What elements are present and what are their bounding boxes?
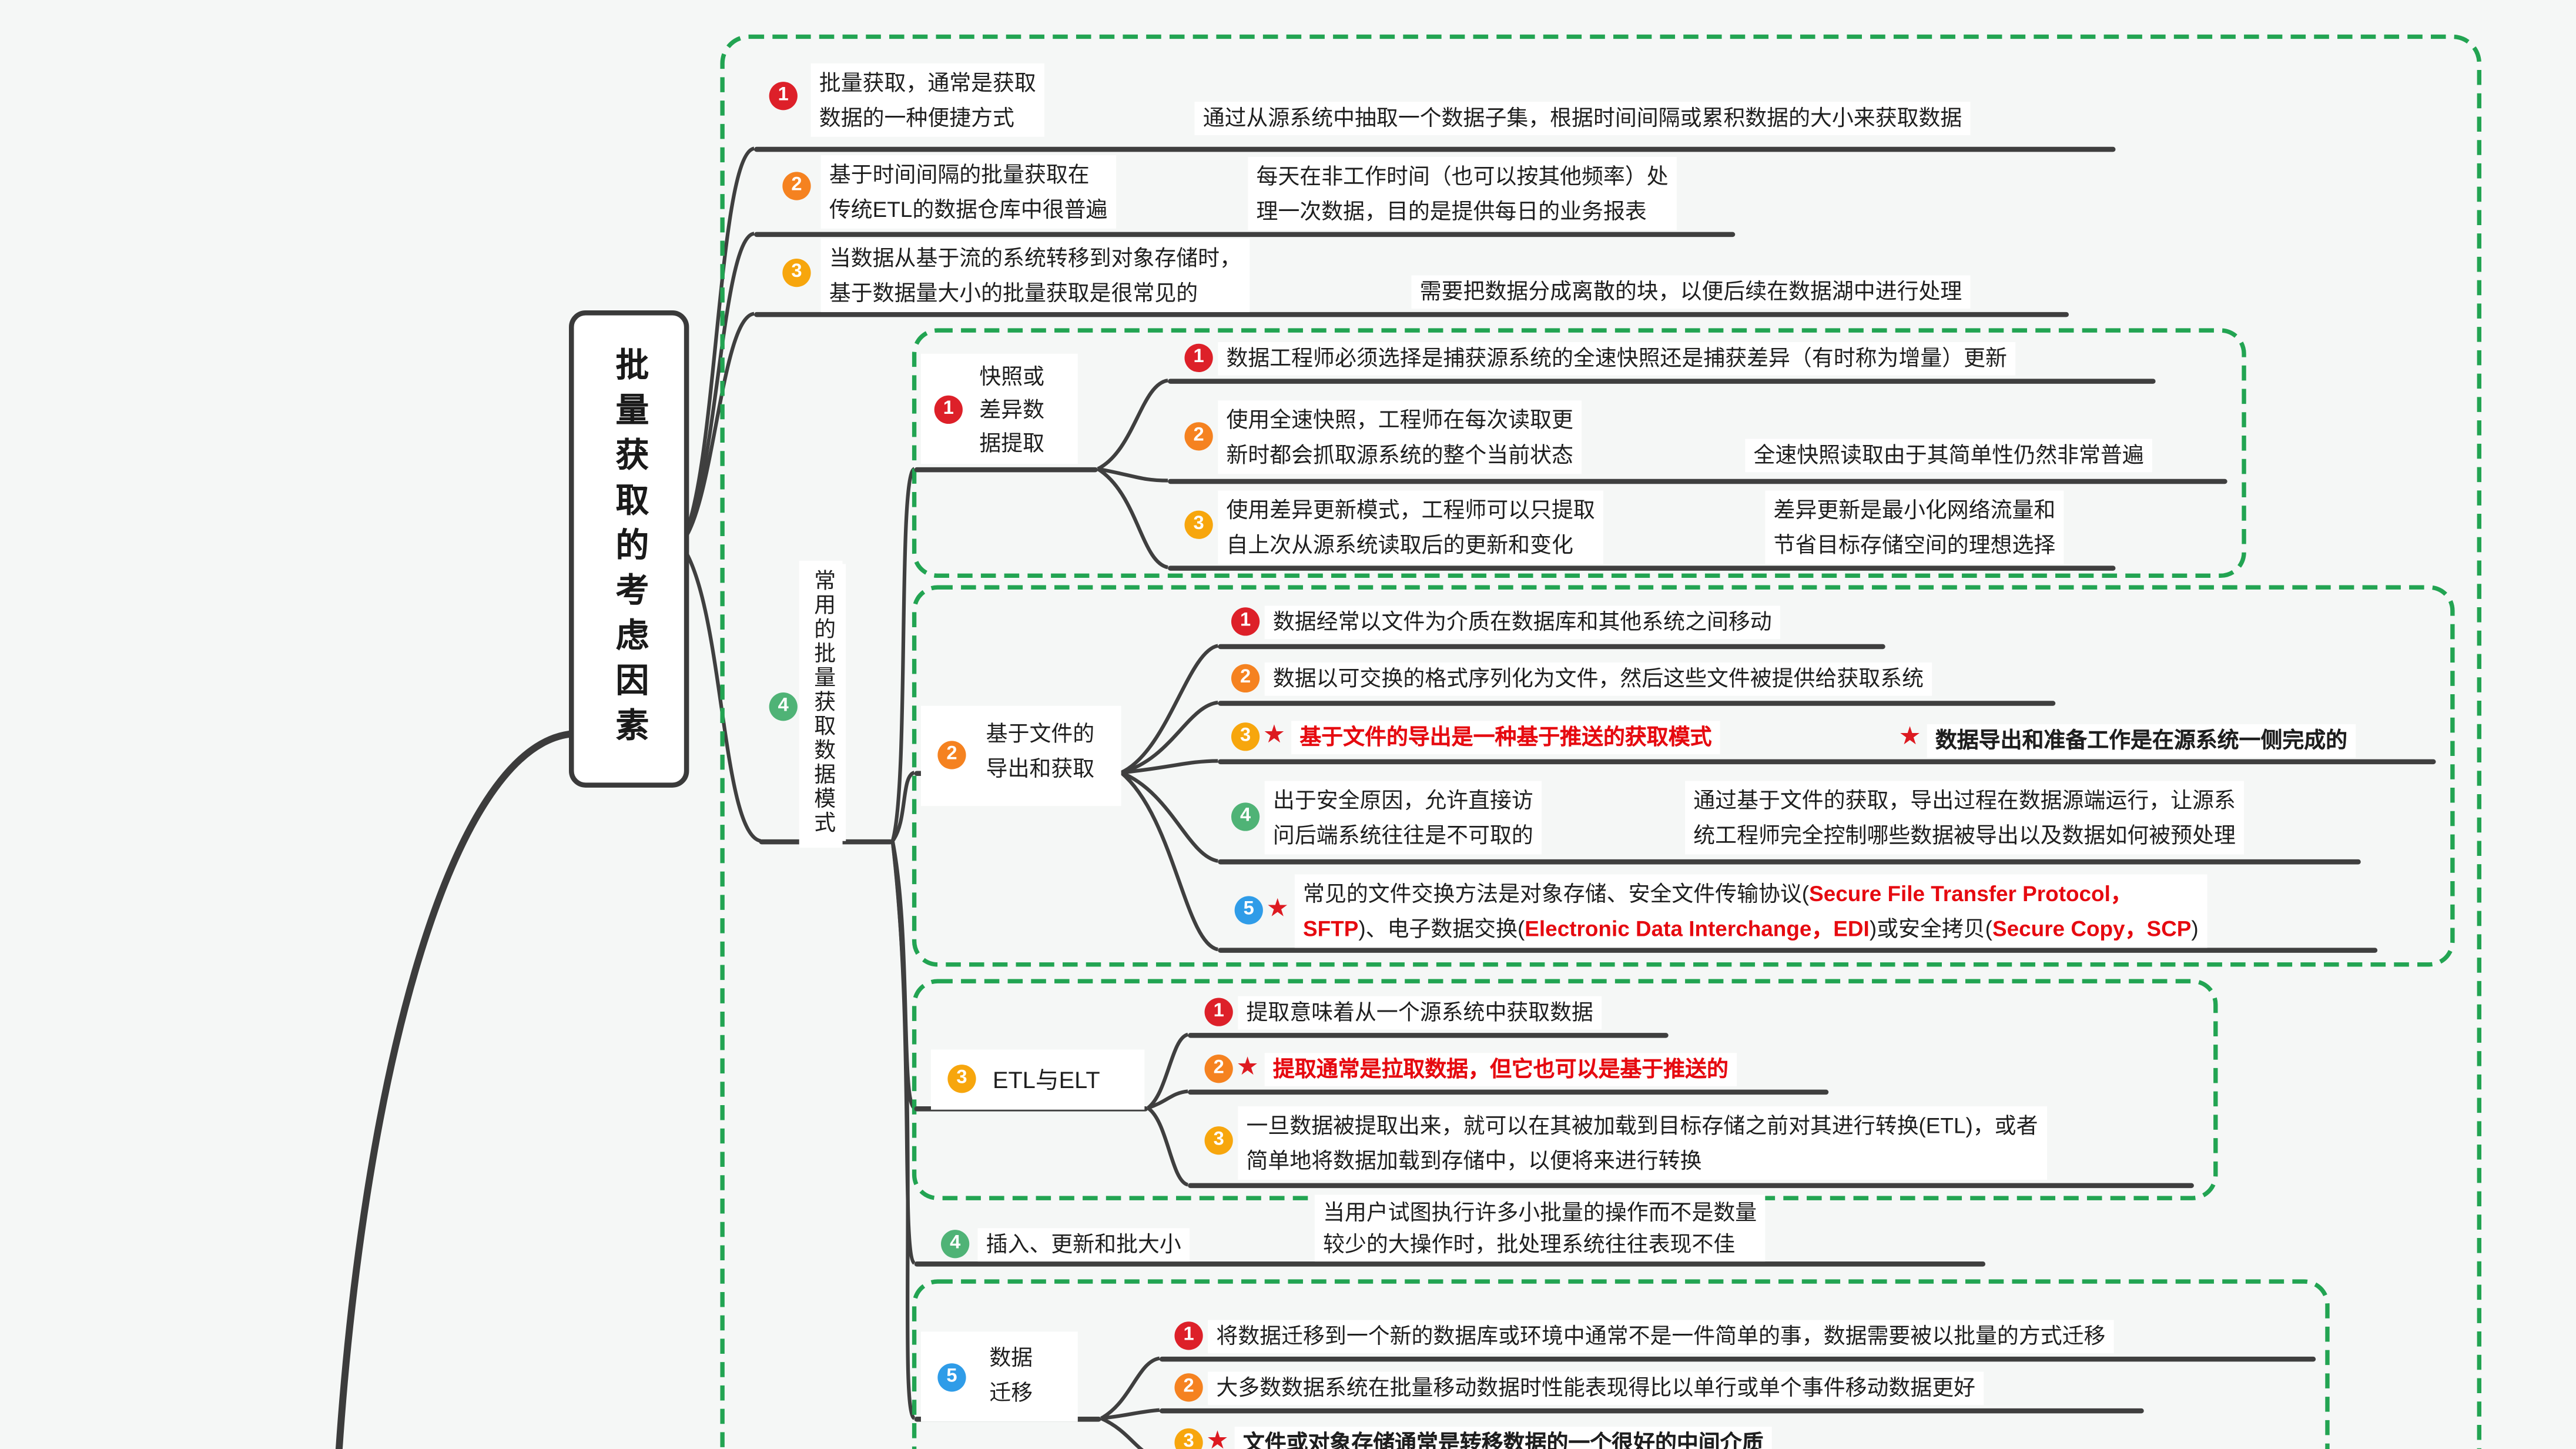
number-badge-icon: 1 (934, 395, 963, 424)
note-source-side-export[interactable]: 数据导出和准备工作是在源系统一侧完成的 (1927, 724, 2356, 758)
node-insert-update-batch[interactable]: 插入、更新和批大小 (977, 1228, 1190, 1262)
note-daily-processing[interactable]: 每天在非工作时间（也可以按其他频率）处 理一次数据，目的是提供每日的业务报表 (1248, 156, 1677, 230)
number-badge-icon: 2 (1204, 1055, 1233, 1083)
migration-item-3[interactable]: 文件或对象存储通常是转移数据的一个很好的中间介质 (1234, 1427, 1772, 1449)
number-badge-icon: 3 (782, 258, 811, 287)
underline (1218, 948, 2378, 952)
etl-item-1[interactable]: 提取意味着从一个源系统中获取数据 (1238, 996, 1602, 1030)
node-data-migration[interactable]: 数据 迁移 (989, 1344, 1033, 1406)
snapshot-item-2[interactable]: 使用全速快照，工程师在每次读取更 新时都会抓取源系统的整个当前状态 (1218, 400, 1582, 474)
number-badge-icon: 1 (769, 82, 798, 111)
note-small-batches[interactable]: 当用户试图执行许多小批量的操作而不是数量 较少的大操作时，批处理系统往往表现不佳 (1314, 1194, 1766, 1262)
note-subset-extraction[interactable]: 通过从源系统中抽取一个数据子集，根据时间间隔或累积数据的大小来获取数据 (1194, 102, 1971, 135)
star-icon: ★ (1262, 721, 1286, 749)
underline (1188, 1183, 2194, 1188)
underline (914, 1261, 1986, 1266)
underline (914, 467, 1098, 472)
star-icon: ★ (1266, 894, 1289, 923)
star-icon: ★ (1898, 722, 1921, 751)
number-badge-icon: 3 (1184, 510, 1213, 539)
node-etl-elt[interactable]: ETL与ELT (993, 1066, 1100, 1093)
underline (1218, 701, 2056, 705)
underline (1218, 859, 2361, 864)
number-badge-icon: 3 (1174, 1428, 1203, 1449)
root-node[interactable]: 批量获取的考虑因素 (568, 310, 689, 788)
number-badge-icon: 1 (1184, 343, 1213, 373)
star-icon: ★ (1236, 1053, 1259, 1082)
branch-size-based[interactable]: 当数据从基于流的系统转移到对象存储时， 基于数据量大小的批量获取是很常见的 (820, 238, 1250, 312)
node-patterns[interactable]: 常用的批量获取数据模式 (800, 564, 846, 841)
trunk-curve (336, 731, 572, 1449)
number-badge-icon: 4 (1231, 802, 1260, 831)
number-badge-icon: 3 (947, 1065, 976, 1093)
underline (1159, 1356, 2316, 1361)
underline (1168, 478, 2227, 484)
branch-convenient-way[interactable]: 批量获取，通常是获取 数据的一种便捷方式 (810, 63, 1045, 137)
underline (1188, 1033, 1669, 1038)
boundary-etl (912, 979, 2218, 1200)
boundary-file-export (912, 585, 2455, 967)
number-badge-icon: 5 (937, 1363, 966, 1392)
file-item-3[interactable]: 基于文件的导出是一种基于推送的获取模式 (1291, 721, 1720, 755)
note-file-based-ingestion[interactable]: 通过基于文件的获取，导出过程在数据源端运行，让源系 统工程师完全控制哪些数据被导… (1685, 781, 2245, 855)
boundary-migration (912, 1279, 2330, 1449)
file-item-1[interactable]: 数据经常以文件为介质在数据库和其他系统之间移动 (1264, 605, 1780, 640)
migration-item-1[interactable]: 将数据迁移到一个新的数据库或环境中通常不是一件简单的事，数据需要被以批量的方式迁… (1208, 1320, 2114, 1354)
branch-time-interval[interactable]: 基于时间间隔的批量获取在 传统ETL的数据仓库中很普遍 (820, 155, 1116, 229)
migration-item-2[interactable]: 大多数数据系统在批量移动数据时性能表现得比以单行或单个事件移动数据更好 (1208, 1371, 1984, 1406)
underline (754, 146, 2116, 152)
number-badge-icon: 1 (1174, 1321, 1203, 1350)
underline (754, 232, 1736, 236)
number-badge-icon: 5 (1234, 896, 1263, 925)
underline (1218, 759, 2436, 764)
number-badge-icon: 4 (941, 1230, 970, 1259)
root-label: 批量获取的考虑因素 (609, 346, 646, 752)
number-badge-icon: 2 (937, 741, 966, 769)
underline (1168, 379, 2156, 383)
file-item-4[interactable]: 出于安全原因，允许直接访 问后端系统往往是不可取的 (1264, 781, 1542, 855)
note-full-snapshot[interactable]: 全速快照读取由于其简单性仍然非常普遍 (1745, 439, 2152, 473)
underline (1218, 644, 1885, 649)
note-diff-update[interactable]: 差异更新是最小化网络流量和 节省目标存储空间的理想选择 (1765, 490, 2064, 564)
boundary-outer (720, 34, 2481, 1449)
underline (754, 312, 2069, 317)
node-file-export[interactable]: 基于文件的 导出和获取 (986, 721, 1095, 781)
note-discrete-chunks[interactable]: 需要把数据分成离散的块，以便后续在数据湖中进行处理 (1411, 275, 1971, 309)
boundary-snapshot (912, 328, 2246, 578)
etl-item-3[interactable]: 一旦数据被提取出来，就可以在其被加载到目标存储之前对其进行转换(ETL)，或者 … (1238, 1106, 2046, 1180)
underline (1168, 565, 2116, 570)
number-badge-icon: 2 (1231, 664, 1260, 693)
number-badge-icon: 3 (1231, 722, 1260, 751)
number-badge-icon: 3 (1204, 1126, 1233, 1155)
number-badge-icon: 1 (1204, 998, 1233, 1026)
node-snapshot-diff[interactable]: 快照或 差异数 据提取 (979, 363, 1045, 456)
file-item-5[interactable]: 常见的文件交换方法是对象存储、安全文件传输协议(Secure File Tran… (1294, 874, 2207, 948)
file-item-2[interactable]: 数据以可交换的格式序列化为文件，然后这些文件被提供给获取系统 (1264, 662, 1932, 696)
number-badge-icon: 1 (1231, 607, 1260, 636)
number-badge-icon: 4 (769, 692, 798, 721)
snapshot-item-3[interactable]: 使用差异更新模式，工程师可以只提取 自上次从源系统读取后的更新和变化 (1218, 490, 1604, 564)
number-badge-icon: 2 (1174, 1373, 1203, 1402)
number-badge-icon: 2 (1184, 422, 1213, 451)
etl-item-2[interactable]: 提取通常是拉取数据，但它也可以是基于推送的 (1264, 1053, 1737, 1086)
snapshot-item-1[interactable]: 数据工程师必须选择是捕获源系统的全速快照还是捕获差异（有时称为增量）更新 (1218, 342, 2016, 376)
underline (1159, 1408, 2144, 1413)
star-icon: ★ (1206, 1427, 1229, 1449)
underline (1188, 1089, 1829, 1095)
number-badge-icon: 2 (782, 172, 811, 200)
